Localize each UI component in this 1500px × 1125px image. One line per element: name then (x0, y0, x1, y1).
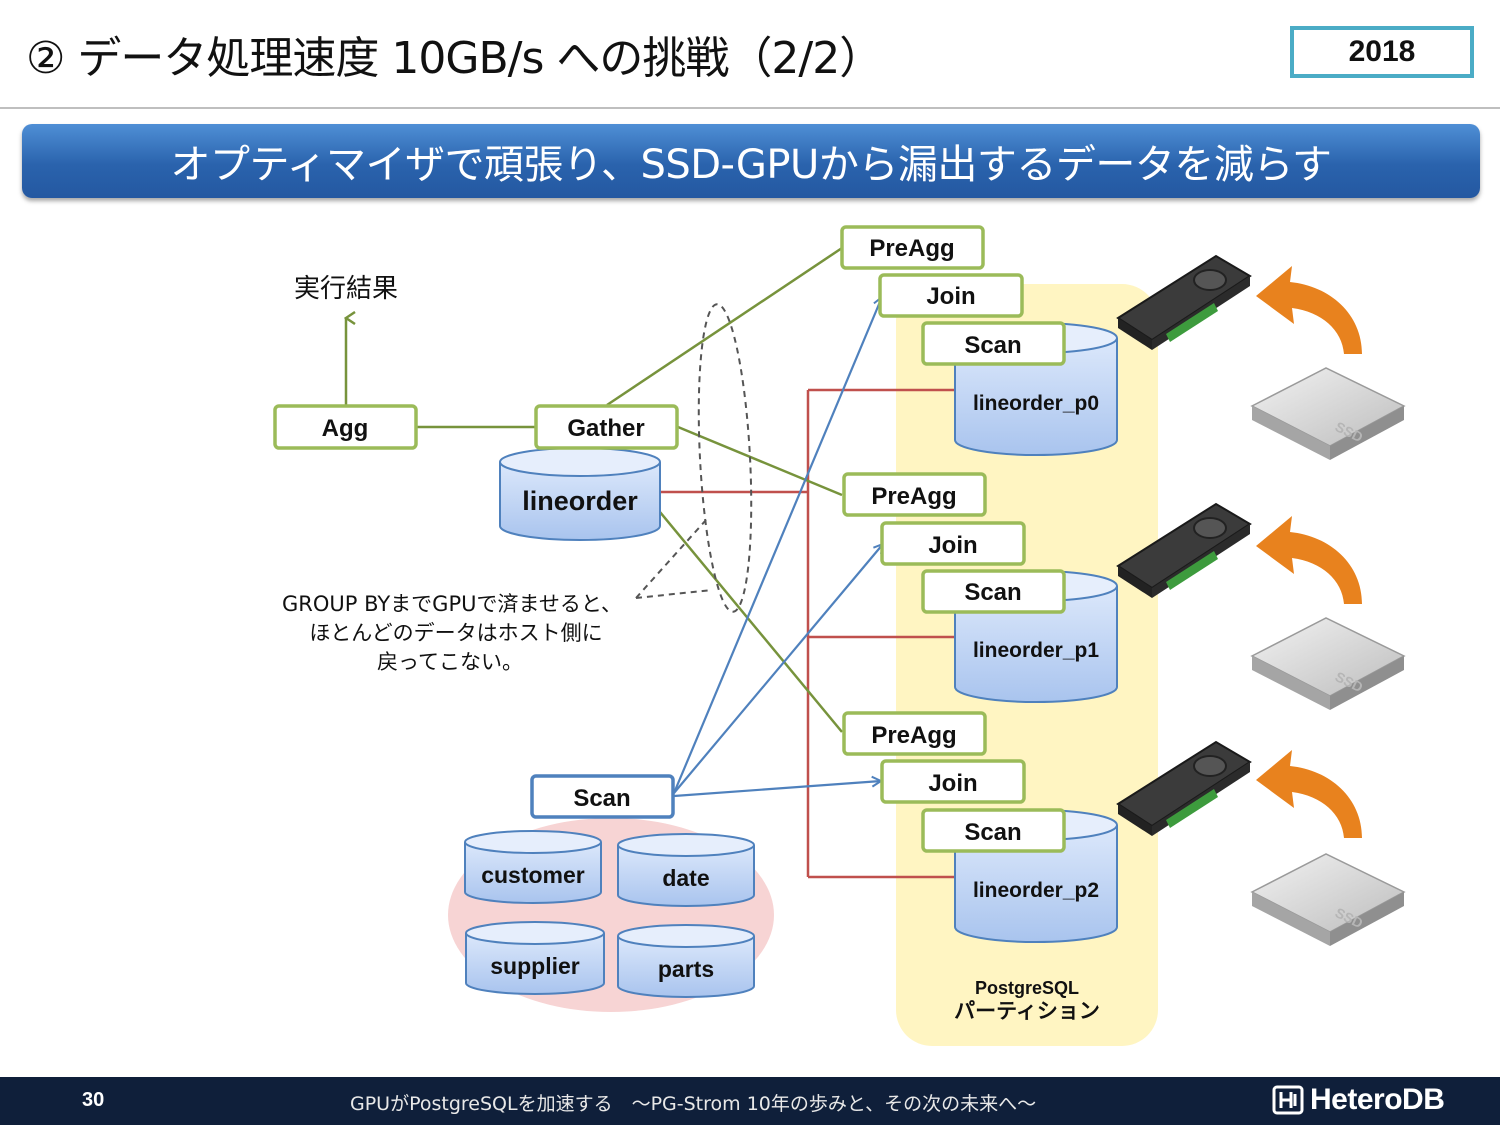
note-line-3: 戻ってこない。 (377, 650, 523, 674)
partition-1: lineorder_p1 PreAgg Join Scan (842, 472, 1118, 703)
gather-node: Gather (534, 404, 679, 450)
svg-text:Scan: Scan (964, 332, 1021, 359)
gpu-icon (1116, 740, 1252, 836)
ssd-icon: SSD (1250, 853, 1406, 946)
svg-text:lineorder_p1: lineorder_p1 (973, 639, 1099, 662)
partition-label-2: パーティション (954, 999, 1100, 1023)
heterodb-logo: HeteroDB (1272, 1083, 1445, 1117)
gpu-icon (1116, 502, 1252, 598)
svg-text:PreAgg: PreAgg (871, 722, 956, 749)
svg-text:lineorder: lineorder (522, 486, 638, 516)
note-line-1: GROUP BYまでGPUで済ませると、 (282, 592, 622, 616)
curved-arrow-icon (1256, 266, 1362, 838)
ssd-icon: SSD (1250, 367, 1406, 460)
svg-text:supplier: supplier (490, 953, 580, 979)
callout-dashed (635, 303, 753, 613)
svg-text:Scan: Scan (964, 579, 1021, 606)
partition-0: lineorder_p0 PreAgg Join Scan (840, 225, 1118, 456)
svg-text:lineorder_p2: lineorder_p2 (973, 879, 1099, 902)
gpu-icon (1116, 254, 1252, 350)
header-divider (0, 107, 1500, 109)
svg-text:Join: Join (928, 770, 977, 797)
svg-text:Scan: Scan (573, 785, 630, 812)
svg-text:lineorder_p0: lineorder_p0 (973, 392, 1099, 415)
subtitle-banner: オプティマイザで頑張り、SSD-GPUから漏出するデータを減らす (22, 124, 1480, 198)
plan-edges-blue (672, 297, 883, 798)
year-badge: 2018 (1290, 26, 1474, 78)
ssd-icon: SSD (1250, 617, 1406, 710)
agg-node: Agg (273, 404, 418, 450)
date-table: date (617, 833, 755, 907)
svg-text:Scan: Scan (964, 819, 1021, 846)
footer-bar: 30 GPUがPostgreSQLを加速する ～PG-Strom 10年の歩みと… (0, 1077, 1500, 1125)
svg-text:Join: Join (926, 283, 975, 310)
customer-table: customer (464, 830, 602, 904)
result-label: 実行結果 (294, 274, 398, 304)
partition-label-1: PostgreSQL (975, 978, 1079, 998)
host-scan-node: Scan (530, 774, 675, 819)
page-number: 30 (82, 1089, 105, 1111)
svg-text:parts: parts (658, 956, 714, 982)
parts-table: parts (617, 924, 755, 998)
heterodb-logo-icon (1272, 1085, 1304, 1115)
svg-text:PreAgg: PreAgg (871, 483, 956, 510)
svg-text:PreAgg: PreAgg (869, 235, 954, 262)
logo-text: HeteroDB (1310, 1083, 1445, 1116)
svg-text:Join: Join (928, 532, 977, 559)
supplier-table: supplier (465, 921, 605, 995)
svg-text:date: date (662, 865, 709, 891)
footer-text: GPUがPostgreSQLを加速する ～PG-Strom 10年の歩みと、その… (350, 1093, 1037, 1115)
lineorder-table: lineorder (499, 447, 661, 541)
note-line-2: ほとんどのデータはホスト側に (309, 621, 602, 645)
page-title: ② データ処理速度 10GB/s への挑戦（2/2） (26, 33, 883, 84)
svg-text:Gather: Gather (567, 415, 644, 442)
svg-text:customer: customer (481, 862, 585, 888)
svg-text:Agg: Agg (322, 415, 369, 442)
partition-2: lineorder_p2 PreAgg Join Scan (842, 711, 1118, 943)
